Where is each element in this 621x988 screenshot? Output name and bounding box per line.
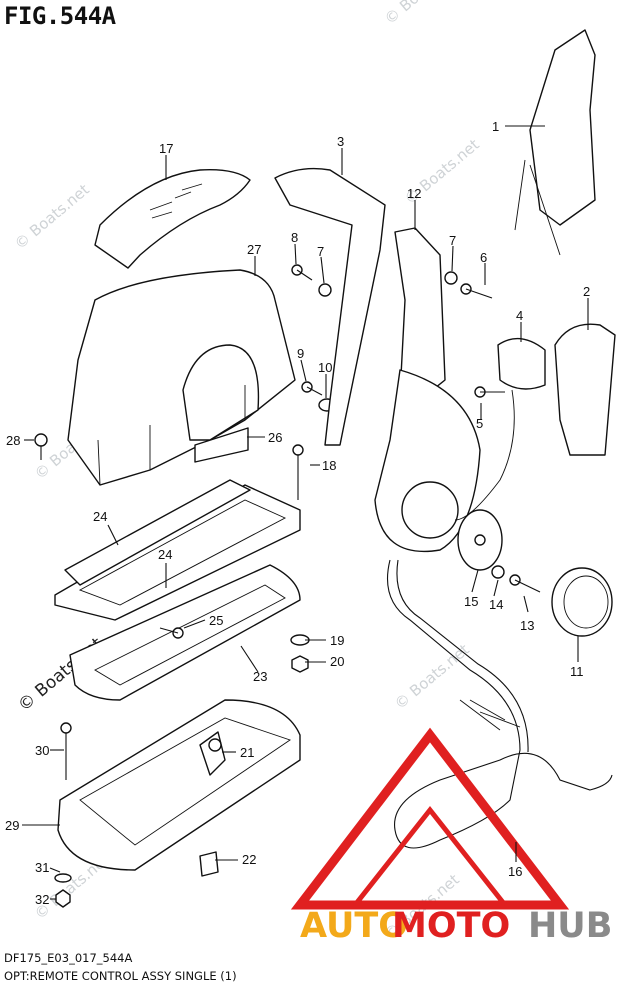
callout-32: 32 (35, 892, 49, 907)
part-1-remote (514, 29, 596, 256)
callout-27: 27 (247, 242, 261, 257)
callout-26: 26 (268, 430, 282, 445)
part-2-grip (554, 323, 616, 456)
callout-5: 5 (476, 416, 483, 431)
part-26-plate (194, 427, 249, 463)
callout-6: 6 (480, 250, 487, 265)
callout-30: 30 (35, 743, 49, 758)
callout-7: 7 (449, 233, 456, 248)
callout-4: 4 (516, 308, 523, 323)
callout-11: 11 (570, 664, 584, 679)
callout-3: 3 (337, 134, 344, 149)
part-27-housing (67, 269, 296, 486)
callout-1: 1 (492, 119, 499, 134)
part-4-switch (454, 337, 546, 521)
callout-13: 13 (520, 618, 534, 633)
callout-12: 12 (407, 186, 421, 201)
callout-23: 23 (253, 669, 267, 684)
watermark: © Boats.net (11, 180, 93, 253)
brand-logo: AUTO MOTO HUB (290, 727, 612, 946)
callout-24: 24 (93, 509, 107, 524)
callout-19: 19 (330, 633, 344, 648)
brand-auto: AUTO (300, 906, 408, 946)
part-11-knob (551, 567, 613, 637)
part-23-gasket (69, 564, 301, 701)
part-22-block (199, 851, 219, 877)
callout-10: 10 (318, 360, 332, 375)
callout-16: 16 (508, 864, 522, 879)
callout-22: 22 (242, 852, 256, 867)
callout-17: 17 (159, 141, 173, 156)
figure-code: DF175_E03_017_544A (4, 951, 133, 965)
part-15-disc (457, 509, 503, 571)
callout-2: 2 (583, 284, 590, 299)
part-24-frame (54, 479, 301, 621)
callout-18: 18 (322, 458, 336, 473)
part-16-harness (386, 559, 613, 849)
part-29-base (57, 699, 301, 871)
callout-7: 7 (317, 244, 324, 259)
callout-29: 29 (5, 818, 19, 833)
figure-title: FIG.544A (4, 2, 116, 30)
brand-moto: MOTO (392, 906, 510, 946)
part-21-clip (199, 731, 226, 776)
callout-9: 9 (297, 346, 304, 361)
callout-31: 31 (35, 860, 49, 875)
callout-25: 25 (209, 613, 223, 628)
callout-8: 8 (291, 230, 298, 245)
watermark: © Boats.net (391, 640, 473, 713)
part-3-lever (274, 167, 386, 446)
callouts: 1 2 3 4 5 6 7 7 8 9 10 11 12 13 14 15 16… (5, 119, 590, 907)
callout-20: 20 (330, 654, 344, 669)
brand-hub: HUB (528, 906, 612, 946)
figure-caption: OPT:REMOTE CONTROL ASSY SINGLE (1) (4, 969, 237, 983)
leader-lines (22, 125, 589, 900)
callout-15: 15 (464, 594, 478, 609)
callout-14: 14 (489, 597, 503, 612)
fasteners (34, 264, 541, 908)
callout-24: 24 (158, 547, 172, 562)
callout-28: 28 (6, 433, 20, 448)
watermark: © Boats.net (381, 0, 463, 28)
part-17-cover (94, 169, 251, 269)
callout-21: 21 (240, 745, 254, 760)
